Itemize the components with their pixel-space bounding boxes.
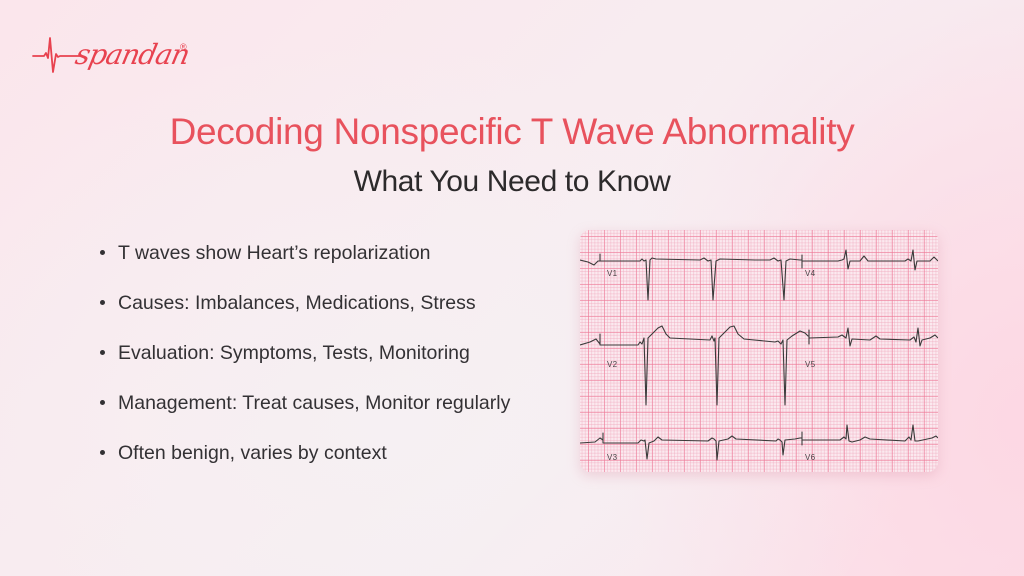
bullet-icon bbox=[100, 350, 105, 355]
page-subtitle: What You Need to Know bbox=[353, 165, 671, 198]
list-item: Management: Treat causes, Monitor regula… bbox=[100, 390, 510, 440]
lead-label-v1: V1 bbox=[607, 269, 618, 278]
list-item: Causes: Imbalances, Medications, Stress bbox=[100, 290, 510, 340]
lead-label-v5: V5 bbox=[805, 360, 816, 369]
list-item-text: Causes: Imbalances, Medications, Stress bbox=[118, 292, 476, 314]
list-item-text: Evaluation: Symptoms, Tests, Monitoring bbox=[118, 342, 470, 364]
key-points-list: T waves show Heart’s repolarization Caus… bbox=[100, 240, 510, 490]
page-title: Decoding Nonspecific T Wave Abnormality bbox=[169, 111, 855, 152]
bullet-icon bbox=[100, 450, 105, 455]
ecg-strip-image: V1 V4 V2 V5 V3 V6 bbox=[580, 230, 938, 472]
bullet-icon bbox=[100, 250, 105, 255]
bullet-icon bbox=[100, 400, 105, 405]
list-item-text: Management: Treat causes, Monitor regula… bbox=[118, 392, 511, 414]
lead-label-v2: V2 bbox=[607, 360, 618, 369]
brand-logo[interactable]: spandan ® bbox=[30, 32, 200, 80]
list-item: Often benign, varies by context bbox=[100, 440, 510, 490]
list-item-text: T waves show Heart’s repolarization bbox=[118, 242, 431, 264]
list-item: Evaluation: Symptoms, Tests, Monitoring bbox=[100, 340, 510, 390]
list-item: T waves show Heart’s repolarization bbox=[100, 240, 510, 290]
registered-mark: ® bbox=[180, 42, 187, 52]
ecg-pulse-icon bbox=[32, 37, 80, 73]
brand-name: spandan bbox=[72, 38, 193, 71]
lead-label-v3: V3 bbox=[607, 453, 618, 462]
bullet-icon bbox=[100, 300, 105, 305]
list-item-text: Often benign, varies by context bbox=[118, 442, 387, 464]
lead-label-v4: V4 bbox=[805, 269, 816, 278]
ecg-trace-graphic bbox=[580, 249, 938, 461]
lead-label-v6: V6 bbox=[805, 453, 816, 462]
